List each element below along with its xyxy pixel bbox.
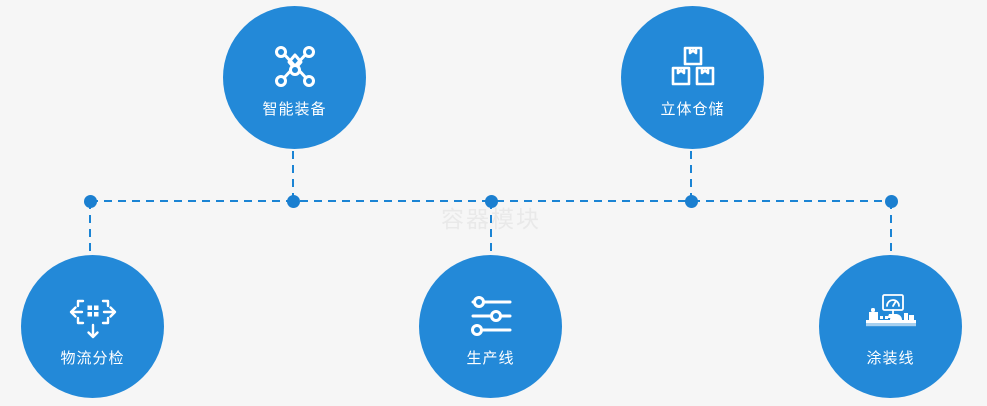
stacked-boxes-icon <box>664 38 722 96</box>
node-label-smart-equipment: 智能装备 <box>262 99 327 118</box>
junction-dot-production-line[interactable] <box>485 195 498 208</box>
node-stereo-warehouse[interactable]: 立体仓储 <box>621 6 764 149</box>
node-label-logistics-sorting: 物流分检 <box>60 348 125 367</box>
junction-dot-warehouse[interactable] <box>685 195 698 208</box>
junction-dot-logistics[interactable] <box>84 195 97 208</box>
node-label-stereo-warehouse: 立体仓储 <box>660 99 725 118</box>
sorting-arrows-icon <box>64 287 122 345</box>
node-production-line[interactable]: 生产线 <box>419 255 562 398</box>
junction-dot-coating-line[interactable] <box>885 195 898 208</box>
node-smart-equipment[interactable]: 智能装备 <box>223 6 366 149</box>
node-logistics-sorting[interactable]: 物流分检 <box>21 255 164 398</box>
junction-dot-smart-equipment[interactable] <box>287 195 300 208</box>
node-label-production-line: 生产线 <box>466 348 515 367</box>
node-coating-line[interactable]: 涂装线 <box>819 255 962 398</box>
node-label-coating-line: 涂装线 <box>866 348 915 367</box>
factory-monitor-icon <box>862 287 920 345</box>
sliders-icon <box>462 287 520 345</box>
network-nodes-icon <box>266 38 324 96</box>
